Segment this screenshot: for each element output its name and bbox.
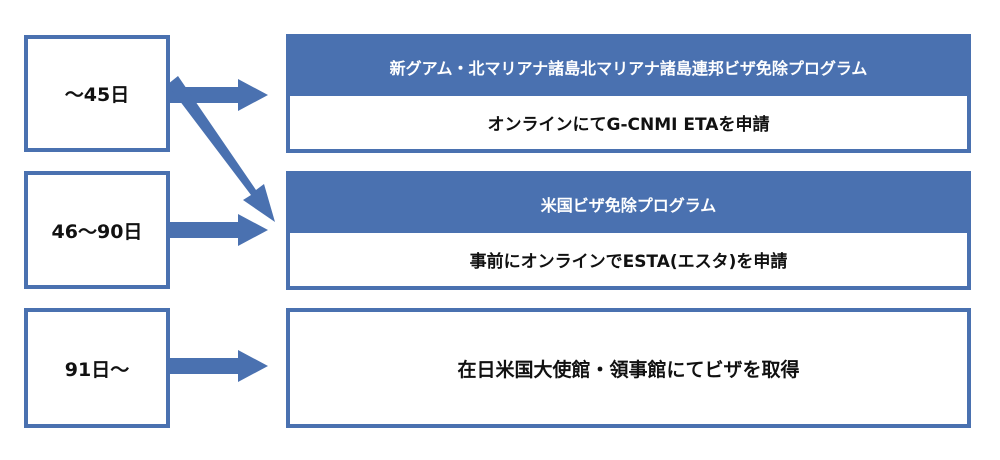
arrow-right-icon (168, 214, 268, 246)
duration-box-45-days: 〜45日 (24, 35, 170, 152)
duration-box-46-90-days: 46〜90日 (24, 171, 170, 289)
arrow-diagonal-icon (168, 76, 275, 222)
arrow-right-icon (168, 350, 268, 382)
program-action: オンラインにてG-CNMI ETAを申請 (487, 115, 770, 135)
program-header: 新グアム・北マリアナ諸島北マリアナ諸島連邦ビザ免除プログラム (290, 38, 967, 96)
program-box-gcnmi: 新グアム・北マリアナ諸島北マリアナ諸島連邦ビザ免除プログラム オンラインにてG-… (286, 34, 971, 153)
program-action: 在日米国大使館・領事館にてビザを取得 (457, 358, 800, 381)
program-action: 事前にオンラインでESTA(エスタ)を申請 (469, 252, 788, 272)
duration-box-91-days: 91日〜 (24, 308, 170, 428)
program-box-visa: 在日米国大使館・領事館にてビザを取得 (286, 308, 971, 428)
duration-label: 〜45日 (64, 84, 130, 106)
duration-label: 91日〜 (64, 358, 130, 381)
duration-label: 46〜90日 (51, 220, 143, 243)
program-box-esta: 米国ビザ免除プログラム 事前にオンラインでESTA(エスタ)を申請 (286, 171, 971, 290)
program-header: 米国ビザ免除プログラム (290, 175, 967, 233)
